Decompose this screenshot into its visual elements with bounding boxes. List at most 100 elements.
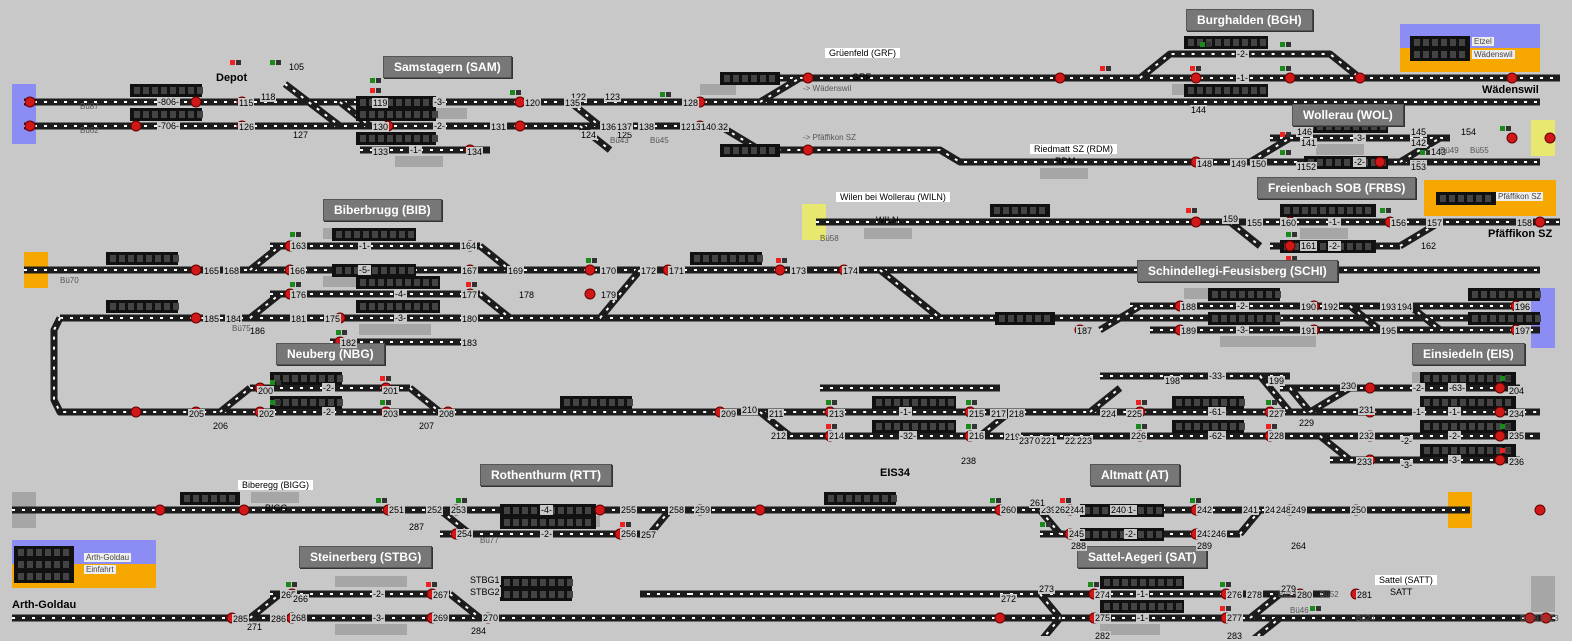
element-number[interactable]: 223 — [1076, 436, 1094, 446]
element-number[interactable]: 283 — [1226, 631, 1244, 641]
element-number[interactable]: 222 — [1064, 436, 1082, 446]
element-number[interactable]: 257 — [640, 530, 658, 540]
element-number[interactable]: 163 — [290, 241, 308, 251]
element-number[interactable]: 115 — [238, 98, 255, 108]
signal-red[interactable] — [1374, 156, 1386, 168]
element-number[interactable]: 168 — [223, 266, 241, 276]
element-number[interactable]: Bü39 — [1520, 614, 1539, 623]
element-number[interactable]: 185 — [203, 314, 221, 324]
element-number[interactable]: 250 — [1350, 505, 1368, 515]
element-number[interactable]: 179 — [600, 290, 618, 300]
element-number[interactable]: 214 — [828, 431, 846, 441]
element-number[interactable]: 215 — [968, 409, 986, 419]
signal-red[interactable] — [774, 264, 786, 276]
element-number[interactable]: 171 — [668, 266, 686, 276]
element-number[interactable]: 180 — [461, 314, 479, 324]
element-number[interactable]: Bü58 — [820, 234, 839, 243]
element-number[interactable]: 200 — [257, 386, 275, 396]
element-number[interactable]: 202 — [258, 409, 276, 419]
element-number[interactable]: 209 — [720, 409, 738, 419]
element-number[interactable]: 234 — [1508, 409, 1526, 419]
element-number[interactable]: 162 — [1420, 241, 1438, 251]
element-number[interactable]: 289 — [1196, 541, 1214, 551]
element-number[interactable]: 261 — [1029, 498, 1047, 508]
element-number[interactable]: 175 — [324, 314, 342, 324]
element-number[interactable]: 265 — [280, 590, 298, 600]
element-number[interactable]: 132 — [712, 122, 730, 132]
element-number[interactable]: 236 — [1508, 457, 1526, 467]
element-number[interactable]: 255 — [620, 505, 638, 515]
element-number[interactable]: 133 — [372, 147, 390, 157]
signal-red[interactable] — [1284, 240, 1296, 252]
element-number[interactable]: 153 — [1410, 162, 1428, 172]
element-number[interactable]: 142 — [1410, 138, 1428, 148]
element-number[interactable]: 155 — [1246, 218, 1264, 228]
element-number[interactable]: 269 — [432, 613, 450, 623]
element-number[interactable]: Bü70 — [60, 276, 79, 285]
signal-red[interactable] — [1364, 382, 1376, 394]
element-number[interactable]: 119 — [372, 98, 389, 108]
element-number[interactable]: Bü77 — [480, 536, 499, 545]
element-number[interactable]: 182 — [340, 338, 358, 348]
signal-red[interactable] — [1494, 382, 1506, 394]
signal-red[interactable] — [594, 504, 606, 516]
endpoint-pfaffikon[interactable]: Pfäffikon SZ — [1488, 228, 1553, 240]
element-number[interactable]: 205 — [188, 409, 206, 419]
element-number[interactable]: 239 — [1040, 505, 1058, 515]
element-number[interactable]: 221 — [1040, 436, 1058, 446]
element-number[interactable]: Bü45 — [650, 136, 669, 145]
signal-red[interactable] — [1506, 132, 1518, 144]
element-number[interactable]: 278 — [1246, 590, 1264, 600]
element-number[interactable]: 144 — [1190, 105, 1208, 115]
element-number[interactable]: 199 — [1268, 376, 1286, 386]
element-number[interactable]: 126 — [238, 122, 256, 132]
element-number[interactable]: 183 — [461, 338, 479, 348]
element-number[interactable]: 280 — [1296, 590, 1314, 600]
element-number[interactable]: 231 — [1358, 405, 1376, 415]
element-number[interactable]: 271 — [246, 622, 264, 632]
element-number[interactable]: 218 — [1008, 409, 1026, 419]
signal-red[interactable] — [190, 264, 202, 276]
element-number[interactable]: 128 — [682, 98, 700, 108]
element-number[interactable]: 252 — [426, 505, 444, 515]
element-number[interactable]: 156 — [1390, 218, 1408, 228]
element-number[interactable]: 135 — [564, 98, 582, 108]
element-number[interactable]: 241 — [1242, 505, 1260, 515]
signal-red[interactable] — [802, 144, 814, 156]
element-number[interactable]: 131 — [490, 122, 508, 132]
signal-red[interactable] — [238, 504, 250, 516]
element-number[interactable]: 158 — [1516, 218, 1534, 228]
element-number[interactable]: Bü14 — [1278, 590, 1297, 599]
element-number[interactable]: 275 — [1094, 613, 1112, 623]
element-number[interactable]: 176 — [290, 290, 308, 300]
element-number[interactable]: 267 — [432, 590, 450, 600]
element-number[interactable]: 130 — [372, 122, 390, 132]
element-number[interactable]: 268 — [290, 613, 308, 623]
element-number[interactable]: 137 — [616, 122, 634, 132]
signal-red[interactable] — [1506, 72, 1518, 84]
signal-red[interactable] — [24, 120, 36, 132]
element-number[interactable]: 141 — [1300, 138, 1318, 148]
end-box-blue[interactable] — [12, 84, 36, 144]
signal-red[interactable] — [1190, 216, 1202, 228]
element-number[interactable]: 288 — [1070, 541, 1088, 551]
element-number[interactable]: 229 — [1298, 418, 1316, 428]
signal-red[interactable] — [1534, 216, 1546, 228]
element-number[interactable]: 173 — [790, 266, 808, 276]
element-number[interactable]: 228 — [1268, 431, 1286, 441]
element-number[interactable]: 143 — [1430, 147, 1448, 157]
element-number[interactable]: 157 — [1426, 218, 1444, 228]
element-number[interactable]: Bü24 — [1356, 614, 1375, 623]
element-number[interactable]: 145 — [1410, 127, 1428, 137]
element-number[interactable]: 210 — [741, 405, 759, 415]
element-number[interactable]: 238 — [960, 456, 978, 466]
element-number[interactable]: 247 — [1264, 505, 1282, 515]
element-number[interactable]: 204 — [1508, 386, 1526, 396]
element-number[interactable]: 134 — [466, 147, 484, 157]
signal-red[interactable] — [1524, 612, 1536, 624]
signal-red[interactable] — [994, 612, 1006, 624]
signal-red[interactable] — [1494, 454, 1506, 466]
element-number[interactable]: 193 — [1380, 302, 1398, 312]
element-number[interactable]: 172 — [640, 266, 658, 276]
end-box-gray[interactable] — [1531, 576, 1555, 612]
